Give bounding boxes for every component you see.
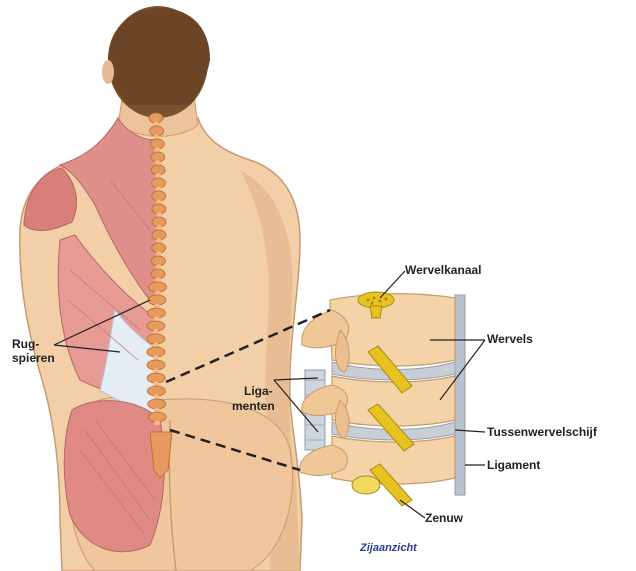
ear — [102, 60, 114, 84]
label-rugspieren-2: spieren — [12, 351, 55, 365]
label-wervels: Wervels — [487, 332, 533, 346]
caption-zijaanzicht: Zijaanzicht — [359, 542, 418, 554]
label-ligamenten-1: Liga- — [244, 384, 273, 398]
hair — [108, 8, 210, 105]
spinal-cord — [370, 306, 382, 318]
vertebra-process — [154, 421, 160, 426]
ligament-strip — [455, 295, 465, 495]
vertebra-body-3 — [332, 436, 455, 484]
gluteus — [64, 401, 164, 552]
label-wervelkanaal: Wervelkanaal — [405, 263, 482, 277]
label-ligamenten-2: menten — [232, 399, 275, 413]
label-tussenwervelschijf: Tussenwervelschijf — [487, 425, 598, 439]
deltoid — [24, 168, 77, 231]
label-zenuw: Zenuw — [425, 511, 464, 525]
label-rugspieren-1: Rug- — [12, 337, 39, 351]
label-ligament: Ligament — [487, 458, 540, 472]
